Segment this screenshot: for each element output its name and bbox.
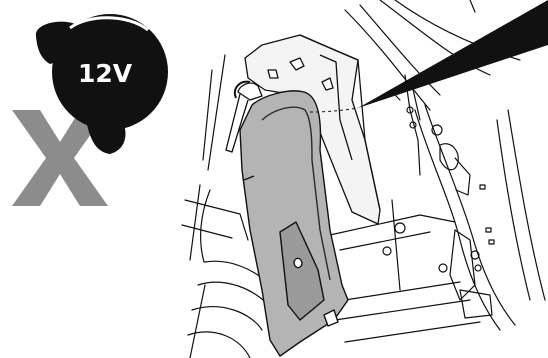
power-socket-icon: 12V bbox=[36, 14, 168, 154]
voltage-label: 12V bbox=[78, 59, 133, 88]
